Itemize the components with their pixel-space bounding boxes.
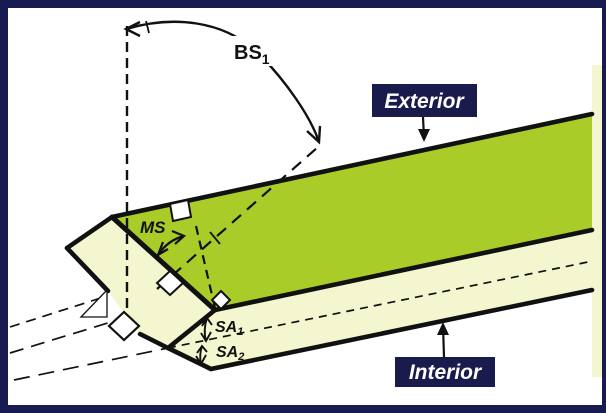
beam-right-end-sliver <box>592 65 602 377</box>
bs1-label-sub: 1 <box>262 51 270 67</box>
frame-left <box>0 0 8 413</box>
extension-dashed-line-lower <box>13 347 169 381</box>
frame-right <box>602 0 606 413</box>
hidden-geometry <box>79 288 141 342</box>
bs1-label-backdrop <box>230 36 278 66</box>
sa2-arrow-head-down-icon <box>195 354 207 366</box>
construction-lines <box>9 26 589 381</box>
spring-angle-arrows <box>195 316 213 366</box>
exterior-top-face <box>112 114 592 310</box>
hidden-cut-diamond <box>107 310 141 342</box>
sa2-label-base: SA <box>216 344 238 361</box>
interior-label-box <box>395 357 495 387</box>
sa2-arrow-head-up-icon <box>196 344 208 354</box>
interior-arrowhead-icon <box>437 322 449 335</box>
interior-label: Interior <box>409 361 483 384</box>
bevel-arc-tick <box>145 20 150 34</box>
beam-edges <box>64 111 595 372</box>
exterior-label-box <box>372 84 477 117</box>
spring-angle-dashed-line <box>167 261 589 349</box>
miter-cut-face <box>67 217 215 348</box>
sa1-label: SA1 <box>215 319 243 338</box>
right-angle-marker-corner-icon <box>210 289 232 311</box>
ms-label: MS <box>140 218 166 237</box>
interior-front-face <box>168 230 592 369</box>
miter-arrow-head-right-icon <box>171 229 187 245</box>
sa2-label-sub: 2 <box>237 351 244 363</box>
sa2-label: SA2 <box>216 344 244 363</box>
sa1-label-base: SA <box>215 319 237 336</box>
interior-callout: Interior <box>395 322 495 387</box>
miter-cut-bevel-edge <box>165 345 214 372</box>
cut-face-left-edge <box>64 245 111 294</box>
cut-face-upper-left-edge <box>64 214 115 251</box>
cut-face-lower-edge <box>137 331 171 351</box>
front-top-edge <box>212 227 595 313</box>
beam-faces <box>67 65 602 377</box>
sa1-label-sub: 1 <box>237 326 243 338</box>
miter-arrow-head-left-icon <box>155 241 169 258</box>
bs1-label-base: BS <box>234 42 262 64</box>
bevel-arc-arrowhead-left-icon <box>123 20 141 38</box>
hidden-cut-triangle <box>79 288 108 318</box>
miter-angle-arrow-icon <box>155 229 187 258</box>
right-angle-marker-cut-edge-icon <box>155 269 185 297</box>
right-angle-markers <box>155 198 232 311</box>
top-exterior-edge <box>109 111 595 220</box>
sa1-arrow-head-up-icon <box>201 316 213 327</box>
right-angle-marker-top-edge-icon <box>168 198 193 223</box>
miter-cut-top-edge <box>109 214 218 313</box>
exterior-callout: Exterior <box>372 84 477 142</box>
bs1-label: BS1 <box>234 42 270 67</box>
bottom-edge <box>208 287 595 372</box>
extension-dashed-line-middle <box>9 321 112 354</box>
miter-line-tick <box>209 231 221 245</box>
angle-labels: BS1 MS SA1 SA2 <box>140 42 270 363</box>
miter-cut-front-edge <box>165 307 218 351</box>
exterior-label: Exterior <box>384 90 465 113</box>
exterior-arrowhead-icon <box>418 129 430 142</box>
frame-bottom <box>0 405 606 413</box>
miter-line-dashed <box>156 146 319 290</box>
frame-top <box>0 0 606 8</box>
bevel-arc-arrowhead-down-icon <box>306 125 322 145</box>
sa1-arrow-head-down-icon <box>200 331 212 343</box>
